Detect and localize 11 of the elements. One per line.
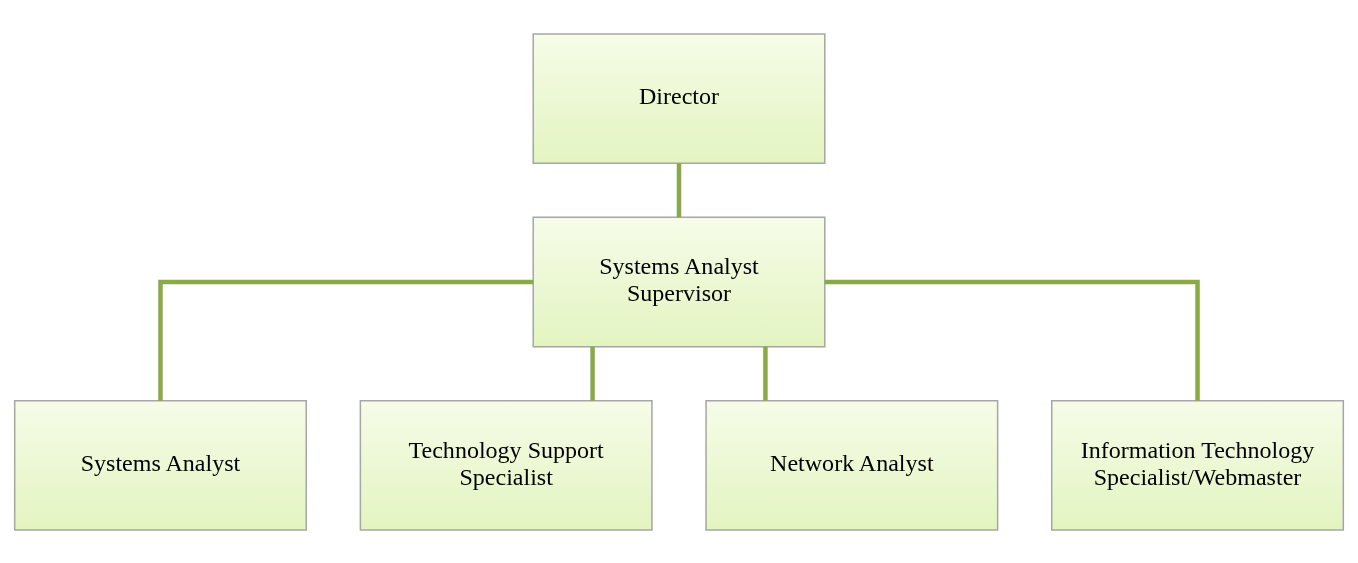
node-box: Systems Analyst Supervisor [532, 216, 826, 347]
node-box: Technology Support Specialist [359, 399, 653, 531]
node-box: Director [532, 32, 826, 164]
connector [824, 279, 1200, 401]
node-box: Network Analyst [705, 399, 999, 531]
connector [158, 279, 534, 401]
node-box: Systems Analyst [13, 399, 307, 531]
node-box: Information Technology Specialist/Webmaster [1051, 399, 1345, 531]
connector [676, 162, 682, 217]
connector [590, 346, 595, 401]
connector [763, 346, 768, 401]
